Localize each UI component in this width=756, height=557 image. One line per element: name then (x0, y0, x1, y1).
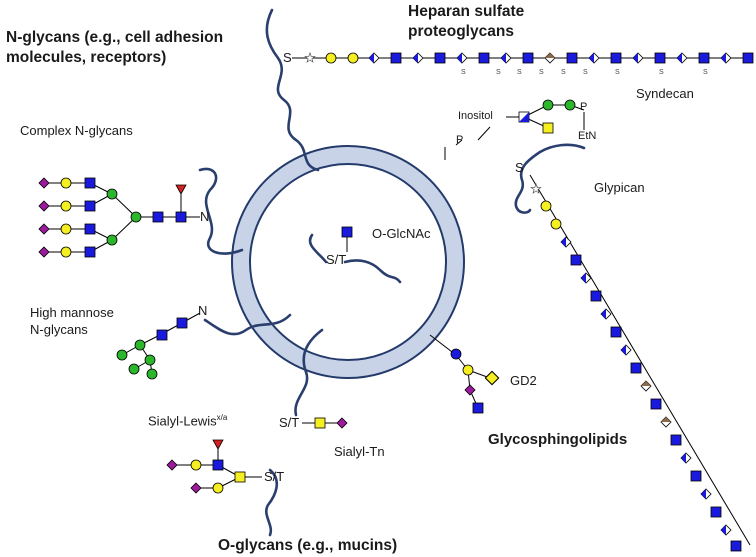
svg-text:S: S (615, 69, 620, 76)
svg-text:S: S (583, 69, 588, 76)
inositol-label: Inositol (458, 110, 493, 122)
syndecan-chain (265, 8, 320, 172)
high-mannose-label-line2: N-glycans (30, 322, 88, 337)
svg-text:S: S (539, 69, 544, 76)
o-glcnac-label: O-GlcNAc (372, 226, 431, 241)
svg-text:S: S (659, 69, 664, 76)
gd2-glycan (429, 334, 491, 409)
o-glcnac-residue (341, 226, 353, 238)
st-tn-label: S/T (279, 415, 300, 430)
glycosphingolipids-label: Glycosphingolipids (488, 431, 628, 448)
gd2-label: GD2 (510, 373, 537, 388)
svg-text:S: S (461, 69, 466, 76)
n-glycans-title-line1: N-glycans (e.g., cell adhesion (6, 29, 224, 46)
o-lewis-chain (265, 468, 279, 537)
svg-text:S: S (561, 69, 566, 76)
s-glypican-label: S (515, 160, 524, 175)
n-glycans-title-line2: molecules, receptors) (6, 49, 167, 66)
complex-n-glycans-label: Complex N-glycans (20, 123, 133, 138)
heparan-title-line2: proteoglycans (408, 23, 514, 40)
gpi-residues (518, 99, 576, 134)
tn-sialic (336, 417, 348, 429)
svg-text:S: S (703, 69, 708, 76)
svg-text:S: S (496, 69, 501, 76)
phosphate-label-right: P (580, 101, 588, 113)
heparan-title-line1: Heparan sulfate (408, 3, 525, 20)
st-lewis-label: S/T (264, 469, 285, 484)
o-glcnac-chain-tail (343, 259, 402, 284)
glypican-label: Glypican (594, 180, 645, 195)
sialyl-tn-label: Sialyl-Tn (334, 444, 385, 459)
membrane-outer-edge (231, 145, 465, 379)
complex-n-chain (198, 167, 244, 255)
sialyl-lewis-text: Sialyl-Lewis (148, 413, 217, 429)
syndecan-label: Syndecan (636, 86, 694, 101)
high-mannose-chain (203, 313, 292, 336)
sialyl-lewis-superscript: x/a (216, 413, 228, 422)
sialyl-lewis-residues (166, 439, 246, 494)
n-complex-label: N (200, 209, 210, 224)
s-heparan-label: S (283, 50, 292, 65)
sialyl-lewis-label: Sialyl-Lewisx/a (148, 410, 227, 429)
glypican-chain (514, 143, 586, 214)
high-mannose-residues (116, 317, 188, 380)
st-center-label: S/T (326, 252, 347, 267)
heparan-sulfate-marks: S S S S S S S S S (461, 69, 708, 76)
o-glcnac-chain (308, 233, 328, 264)
tn-galnac (314, 417, 326, 429)
membrane-ring (232, 146, 464, 378)
svg-text:S: S (517, 69, 522, 76)
gd2-residues (450, 348, 500, 414)
phosphate-label-top: P (456, 134, 464, 146)
etn-label: EtN (578, 130, 597, 142)
glypican-backbone (529, 174, 751, 546)
high-mannose-label-line1: High mannose (30, 305, 114, 320)
glypican-residues (530, 183, 742, 552)
heparan-residues (304, 52, 754, 64)
membrane-inner-edge (249, 163, 447, 361)
o-tn-chain (294, 328, 324, 417)
n-highmannose-label: N (198, 303, 208, 318)
o-glycans-label: O-glycans (e.g., mucins) (218, 537, 398, 554)
